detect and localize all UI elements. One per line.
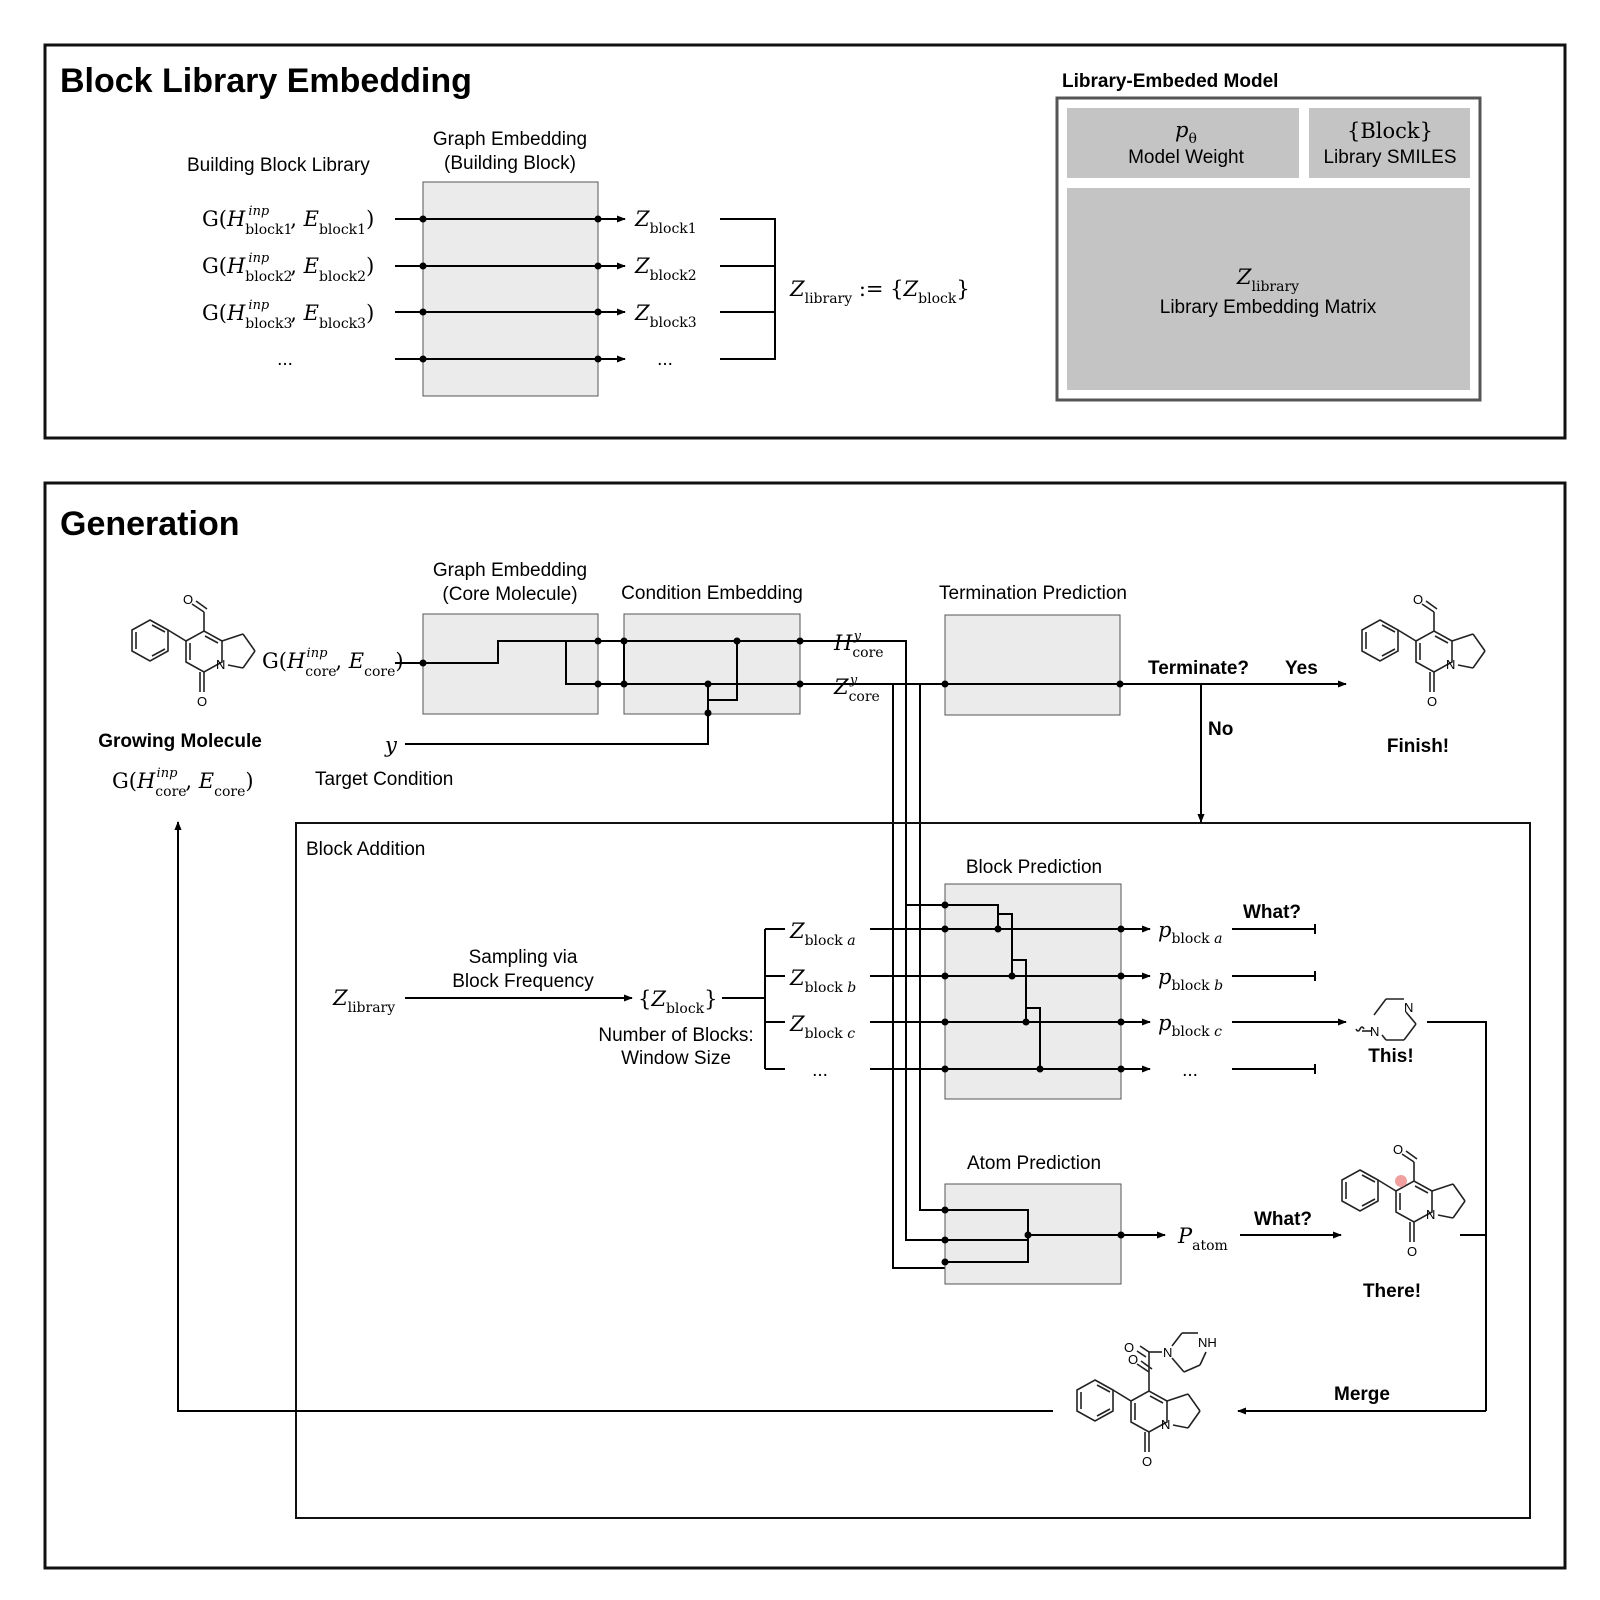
p-block-b: pblock b xyxy=(1158,965,1223,994)
highlighted-atom xyxy=(1395,1175,1407,1187)
there-label: There! xyxy=(1363,1281,1421,1302)
svg-text:G(Hblock2inp, Eblock2): G(Hblock2inp, Eblock2) xyxy=(202,251,374,285)
z-block-b: Zblock b xyxy=(789,966,856,996)
z-block-1: Zblock1 xyxy=(634,207,697,237)
svg-text:O: O xyxy=(197,694,207,709)
embedding-flow-lines xyxy=(395,215,626,363)
sample-bracket xyxy=(722,928,785,1070)
core-graph-input: G(Hcoreinp, Ecore) xyxy=(262,646,404,680)
model-weight-panel xyxy=(1067,108,1299,178)
p-block-more: ... xyxy=(1182,1060,1198,1081)
condition-embedding-label: Condition Embedding xyxy=(621,583,803,604)
sampling-line2: Block Frequency xyxy=(452,971,594,992)
svg-text:G(Hblock1inp, Eblock1): G(Hblock1inp, Eblock1) xyxy=(202,204,374,238)
growing-molecule-graph: G(Hcoreinp, Ecore) xyxy=(112,766,254,800)
block-choice-lines xyxy=(1232,924,1347,1074)
window-line1: Number of Blocks: xyxy=(598,1025,753,1046)
this-label: This! xyxy=(1368,1046,1413,1067)
graph-embedding-block-panel xyxy=(422,181,599,397)
generation-title: Generation xyxy=(60,505,239,543)
p-block-c: pblock c xyxy=(1158,1011,1222,1040)
z-block-a: Zblock a xyxy=(789,919,856,949)
embedding-title: Block Library Embedding xyxy=(60,62,472,100)
svg-text:O: O xyxy=(1124,1340,1134,1355)
terminate-question: Terminate? xyxy=(1148,658,1249,679)
target-condition-label: Target Condition xyxy=(315,769,453,790)
library-bracket xyxy=(720,218,776,360)
atom-choice-molecule xyxy=(1341,1141,1466,1260)
library-title: Building Block Library xyxy=(187,155,370,176)
atom-prediction-label: Atom Prediction xyxy=(967,1153,1101,1174)
sampling-line1: Sampling via xyxy=(469,947,578,968)
block-prediction-label: Block Prediction xyxy=(966,857,1102,878)
svg-text:NH: NH xyxy=(1198,1335,1217,1350)
library-smiles-symbol: {Block} xyxy=(1347,119,1433,143)
atom-prediction-wires xyxy=(941,1206,1166,1266)
graph-embed-block-line1: Graph Embedding xyxy=(433,129,587,150)
library-smiles-panel xyxy=(1309,108,1470,178)
svg-text:N: N xyxy=(1370,1024,1379,1039)
block-addition-title: Block Addition xyxy=(306,839,425,860)
model-frame xyxy=(1055,96,1482,402)
z-library-definition: Zlibrary := {Zblock} xyxy=(789,277,970,307)
svg-text:G(Hblock3inp, Eblock3): G(Hblock3inp, Eblock3) xyxy=(202,298,374,332)
z-core-label: Zcorey xyxy=(833,673,880,705)
block-input-1: G(Hblock1inp, Eblock1) xyxy=(202,204,374,238)
library-smiles-label: Library SMILES xyxy=(1323,147,1456,168)
block-prediction-wires xyxy=(870,901,1151,1073)
model-title: Library-Embeded Model xyxy=(1062,71,1278,92)
termination-label: Termination Prediction xyxy=(939,583,1127,604)
graph-embed-core-line1: Graph Embedding xyxy=(433,560,587,581)
core-feature-trunks xyxy=(880,640,1346,1269)
what-atom-label: What? xyxy=(1254,1209,1312,1230)
z-block-more: ... xyxy=(812,1060,828,1081)
embedding-matrix-panel xyxy=(1067,188,1470,390)
matrix-label: Library Embedding Matrix xyxy=(1160,297,1377,318)
svg-text:N: N xyxy=(1163,1345,1172,1360)
graph-embed-block-line2: (Building Block) xyxy=(444,153,576,174)
z-block-2: Zblock2 xyxy=(634,254,697,284)
h-core-label: Hcorey xyxy=(833,629,884,661)
svg-text:N: N xyxy=(1404,1000,1413,1015)
merge-label: Merge xyxy=(1334,1384,1390,1405)
z-block-3: Zblock3 xyxy=(634,301,697,331)
graph-embed-core-line2: (Core Molecule) xyxy=(442,584,577,605)
p-block-a: pblock a xyxy=(1158,918,1222,947)
no-label: No xyxy=(1208,719,1233,740)
block-input-ellipsis: ... xyxy=(277,349,293,370)
svg-text:O: O xyxy=(183,592,193,607)
window-line2: Window Size xyxy=(621,1048,731,1069)
z-library-input: Zlibrary xyxy=(332,986,395,1016)
growing-molecule-label: Growing Molecule xyxy=(98,731,262,752)
embedding-frame xyxy=(43,43,1567,440)
block-addition-frame xyxy=(295,822,1531,1519)
z-block-c: Zblock c xyxy=(789,1012,855,1042)
z-block-ellipsis: ... xyxy=(657,349,673,370)
model-weight-label: Model Weight xyxy=(1128,147,1245,168)
what-block-label: What? xyxy=(1243,902,1301,923)
loop-back-arrow xyxy=(174,821,1053,1412)
condition-embedding-panel xyxy=(623,613,801,715)
condition-y: y xyxy=(384,733,398,757)
block-input-2: G(Hblock2inp, Eblock2) xyxy=(202,251,374,285)
this-to-merge-line xyxy=(1427,1021,1487,1411)
finished-molecule xyxy=(1361,591,1486,710)
core-embedding-wires xyxy=(395,637,880,745)
selected-block-piperazine: N N xyxy=(1355,998,1417,1041)
finish-label: Finish! xyxy=(1387,736,1449,757)
p-atom-label: Patom xyxy=(1177,1224,1228,1254)
termination-panel xyxy=(944,614,1121,716)
svg-text:N: N xyxy=(216,657,225,672)
generation-frame xyxy=(43,481,1567,1570)
block-prediction-panel xyxy=(944,883,1122,1100)
yes-label: Yes xyxy=(1285,658,1318,679)
growing-molecule-structure: O N O xyxy=(131,592,256,709)
z-block-set: {Zblock} xyxy=(638,987,718,1017)
merged-molecule: O N NH xyxy=(1076,1332,1217,1470)
block-input-3: G(Hblock3inp, Eblock3) xyxy=(202,298,374,332)
